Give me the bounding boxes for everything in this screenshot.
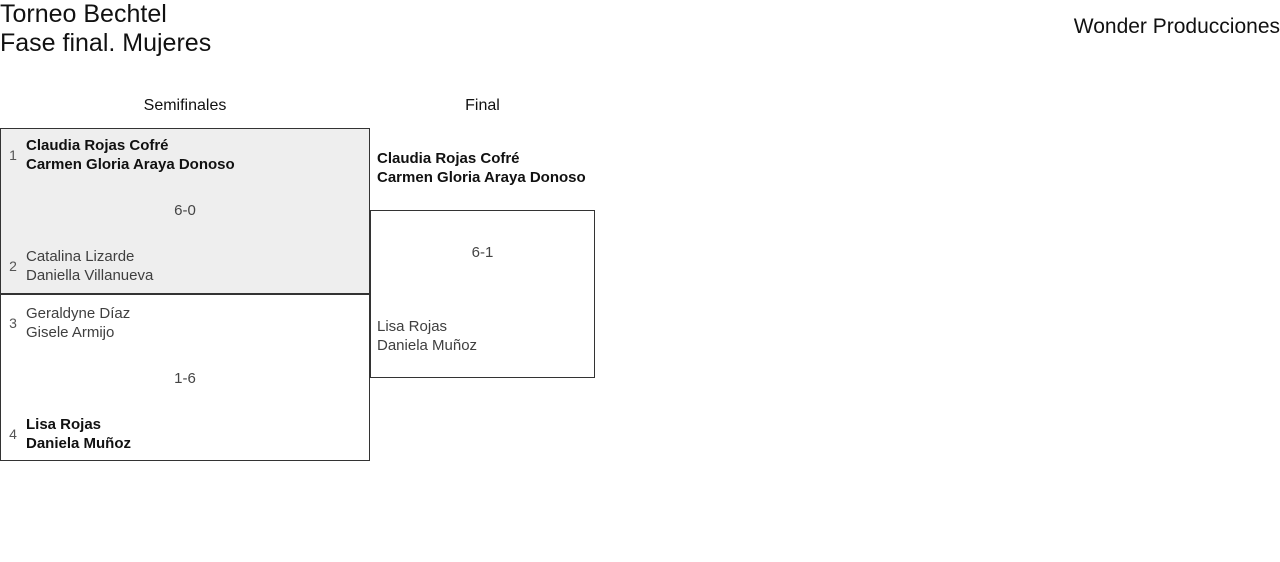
player-name: Catalina Lizarde: [26, 248, 135, 265]
round-header-final: Final: [465, 97, 500, 114]
page-title: Torneo Bechtel Fase final. Mujeres: [0, 0, 211, 58]
team-names: Geraldyne Díaz Gisele Armijo: [26, 304, 130, 342]
team-semifinal-1-top[interactable]: 1 Claudia Rojas Cofré Carmen Gloria Aray…: [0, 136, 370, 174]
team-names: Lisa Rojas Daniela Muñoz: [26, 415, 131, 453]
organizer-label: Wonder Producciones: [1073, 15, 1280, 38]
team-final-top[interactable]: Claudia Rojas Cofré Carmen Gloria Araya …: [377, 149, 586, 187]
player-name: Claudia Rojas Cofré: [26, 137, 169, 154]
match-box-final[interactable]: [370, 210, 595, 378]
seed-number: 3: [9, 315, 17, 331]
tournament-name: Torneo Bechtel: [0, 0, 167, 28]
tournament-phase: Fase final. Mujeres: [0, 29, 212, 57]
score-final: 6-1: [471, 244, 494, 261]
player-name: Geraldyne Díaz: [26, 305, 131, 322]
round-header-semifinals: Semifinales: [143, 97, 227, 114]
seed-number: 1: [9, 147, 17, 163]
team-names: Catalina Lizarde Daniella Villanueva: [26, 247, 153, 285]
score-semifinal-2: 1-6: [174, 370, 196, 387]
player-name: Gisele Armijo: [26, 324, 115, 341]
player-name: Claudia Rojas Cofré: [377, 150, 520, 167]
seed-number: 4: [9, 426, 17, 442]
seed-number: 2: [9, 258, 17, 274]
player-name: Carmen Gloria Araya Donoso: [26, 156, 235, 173]
player-name: Carmen Gloria Araya Donoso: [377, 169, 586, 186]
match-box-semifinal-2[interactable]: [0, 294, 370, 461]
match-box-semifinal-1[interactable]: [0, 128, 370, 294]
team-semifinal-2-bottom[interactable]: 4 Lisa Rojas Daniela Muñoz: [0, 415, 370, 453]
team-semifinal-1-bottom[interactable]: 2 Catalina Lizarde Daniella Villanueva: [0, 247, 370, 285]
player-name: Lisa Rojas: [26, 416, 102, 433]
player-name: Daniela Muñoz: [377, 337, 478, 354]
player-name: Lisa Rojas: [377, 318, 448, 335]
team-final-bottom[interactable]: Lisa Rojas Daniela Muñoz: [377, 317, 477, 355]
team-names: Claudia Rojas Cofré Carmen Gloria Araya …: [26, 136, 235, 174]
team-semifinal-2-top[interactable]: 3 Geraldyne Díaz Gisele Armijo: [0, 304, 370, 342]
player-name: Daniela Muñoz: [26, 435, 132, 452]
player-name: Daniella Villanueva: [26, 267, 154, 284]
score-semifinal-1: 6-0: [174, 202, 196, 219]
